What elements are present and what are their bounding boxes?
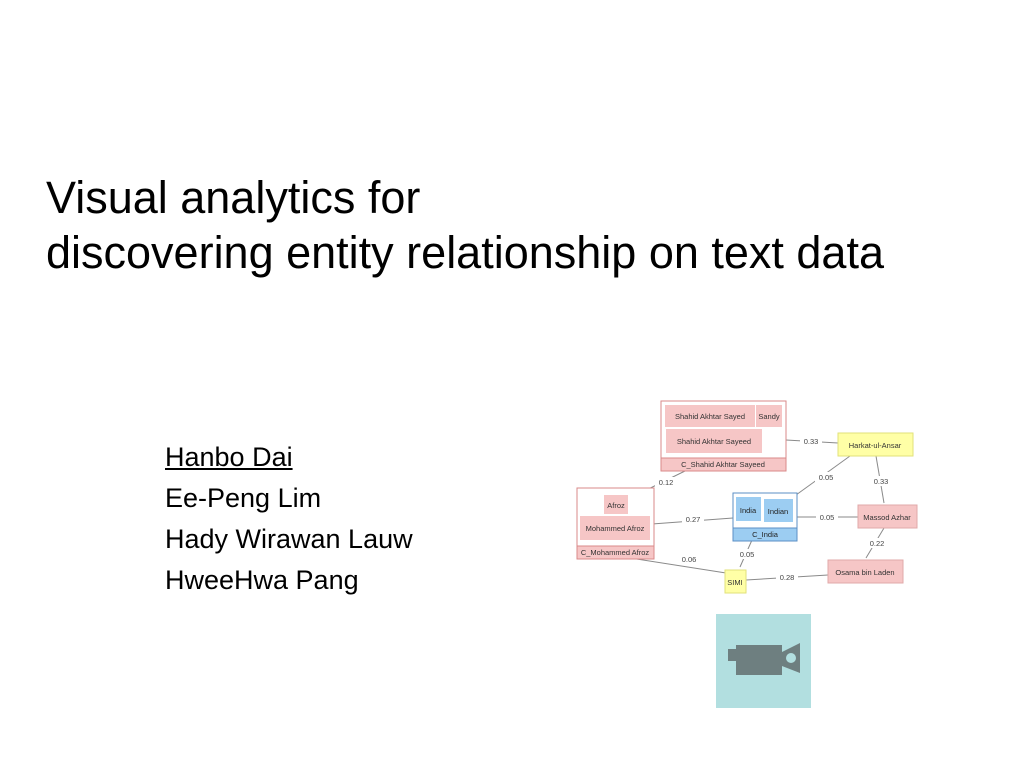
edge-weight-label: 0.33 — [804, 437, 819, 446]
entity-node-label: Sandy — [758, 412, 780, 421]
entity-node-label: Osama bin Laden — [835, 568, 894, 577]
cluster-india: India Indian C_India — [732, 492, 798, 542]
edge-weight-label: 0.33 — [874, 477, 889, 486]
author-presenter: Hanbo Dai — [165, 442, 293, 472]
entity-node-label: SIMI — [727, 578, 742, 587]
entity-node-label: Mohammed Afroz — [586, 524, 645, 533]
author-list: Hanbo Dai Ee-Peng Lim Hady Wirawan Lauw … — [165, 437, 413, 601]
video-player[interactable] — [716, 614, 811, 708]
title-line-1: Visual analytics for — [46, 172, 421, 223]
cluster-shahid-akhtar-sayeed: Shahid Akhtar Sayed Sandy Shahid Akhtar … — [660, 400, 787, 472]
entity-node-label: Harkat-ul-Ansar — [849, 441, 902, 450]
entity-node-label: Afroz — [607, 501, 625, 510]
author-item: Hady Wirawan Lauw — [165, 524, 413, 554]
edge-weight-label: 0.06 — [682, 555, 697, 564]
video-camera-icon — [728, 643, 800, 675]
entity-node-osama-bin-laden: Osama bin Laden — [827, 559, 904, 584]
edge-weight-label: 0.12 — [659, 478, 674, 487]
cluster-label: C_Shahid Akhtar Sayeed — [681, 460, 765, 469]
edge-weight-label: 0.05 — [819, 473, 834, 482]
slide-title: Visual analytics for discovering entity … — [46, 170, 884, 280]
author-item: Ee-Peng Lim — [165, 483, 322, 513]
title-line-2: discovering entity relationship on text … — [46, 227, 884, 278]
cluster-label: C_India — [752, 530, 779, 539]
edge-mohammed-simi — [629, 557, 727, 574]
edge-weight-label: 0.27 — [686, 515, 701, 524]
entity-node-label: India — [740, 506, 757, 515]
entity-node-harkat-ul-ansar: Harkat-ul-Ansar — [837, 432, 914, 457]
edge-weight-label: 0.05 — [740, 550, 755, 559]
entity-node-label: Indian — [768, 507, 788, 516]
entity-node-massod-azhar: Massod Azhar — [857, 504, 918, 529]
edge-weight-label: 0.05 — [820, 513, 835, 522]
author-item: HweeHwa Pang — [165, 565, 359, 595]
entity-node-simi: SIMI — [724, 569, 747, 594]
entity-node-label: Shahid Akhtar Sayeed — [677, 437, 751, 446]
entity-node-label: Massod Azhar — [863, 513, 911, 522]
edge-weight-label: 0.22 — [870, 539, 885, 548]
entity-node-label: Shahid Akhtar Sayed — [675, 412, 745, 421]
entity-relationship-graph: 0.33 0.12 0.05 0.33 0.27 0.05 0.22 0.06 … — [570, 395, 930, 615]
cluster-label: C_Mohammed Afroz — [581, 548, 650, 557]
edge-weight-label: 0.28 — [780, 573, 795, 582]
cluster-mohammed-afroz: Afroz Mohammed Afroz C_Mohammed Afroz — [576, 487, 655, 560]
